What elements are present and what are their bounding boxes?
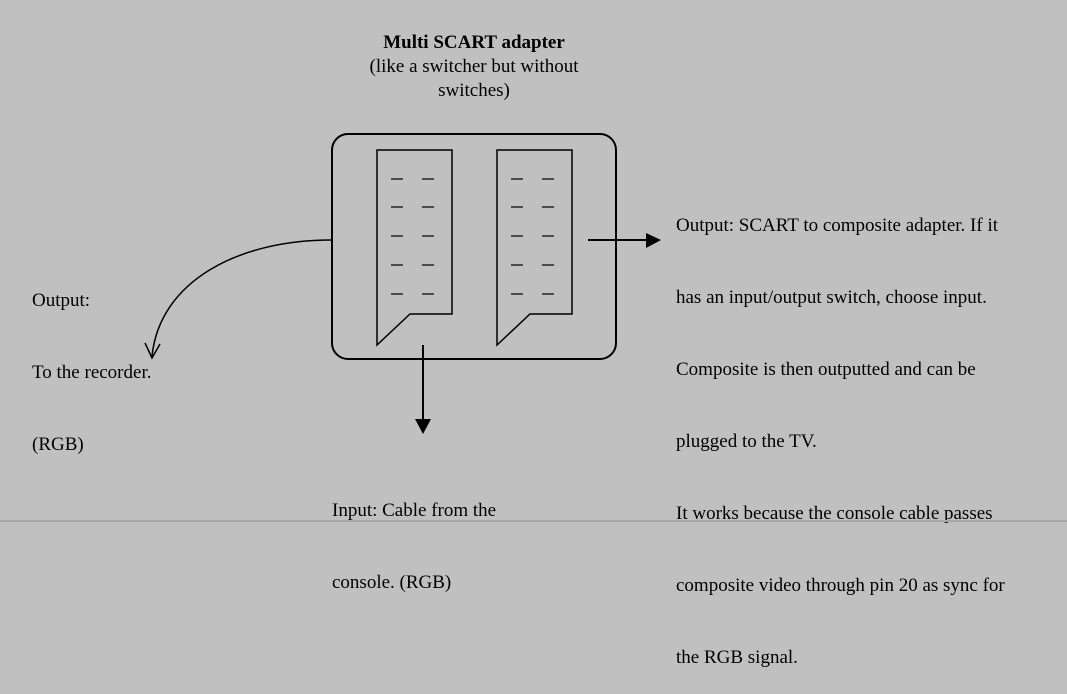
- title-subtitle-1: (like a switcher but without: [369, 56, 579, 77]
- adapter-body: [331, 133, 617, 360]
- arrow-right-head: [646, 233, 661, 248]
- bottom-input-line-1: Input: Cable from the: [332, 500, 497, 521]
- left-output-line-3: (RGB): [32, 434, 84, 455]
- scart-pins-right: [511, 178, 554, 295]
- left-output-line-2: To the recorder.: [32, 362, 152, 383]
- bottom-divider: [0, 520, 1067, 522]
- right-output-line-6: composite video through pin 20 as sync f…: [676, 575, 1005, 596]
- diagram-drawing: [144, 133, 661, 434]
- scart-connector-right: [496, 149, 573, 347]
- right-output-line-1: Output: SCART to composite adapter. If i…: [676, 215, 999, 236]
- bottom-input-line-2: console. (RGB): [332, 572, 452, 593]
- bottom-input-label: Input: Cable from the console. (RGB): [332, 451, 496, 619]
- title-heading: Multi SCART adapter: [383, 32, 565, 53]
- scart-pins-left: [391, 178, 434, 295]
- right-output-line-7: the RGB signal.: [676, 647, 798, 668]
- diagram-title: Multi SCART adapter (like a switcher but…: [334, 31, 614, 103]
- left-output-label: Output: To the recorder. (RGB): [32, 241, 151, 481]
- title-subtitle-2: switches): [438, 80, 510, 101]
- arrow-down-head: [415, 419, 431, 434]
- right-output-line-3: Composite is then outputted and can be: [676, 359, 976, 380]
- arrow-left-output: [151, 239, 332, 357]
- scart-connector-left: [376, 149, 453, 347]
- right-output-line-4: plugged to the TV.: [676, 431, 817, 452]
- arrow-left-head: [144, 342, 161, 360]
- left-output-line-1: Output:: [32, 290, 91, 311]
- right-output-label: Output: SCART to composite adapter. If i…: [676, 166, 1005, 694]
- right-output-line-5: It works because the console cable passe…: [676, 503, 993, 524]
- right-output-line-2: has an input/output switch, choose input…: [676, 287, 987, 308]
